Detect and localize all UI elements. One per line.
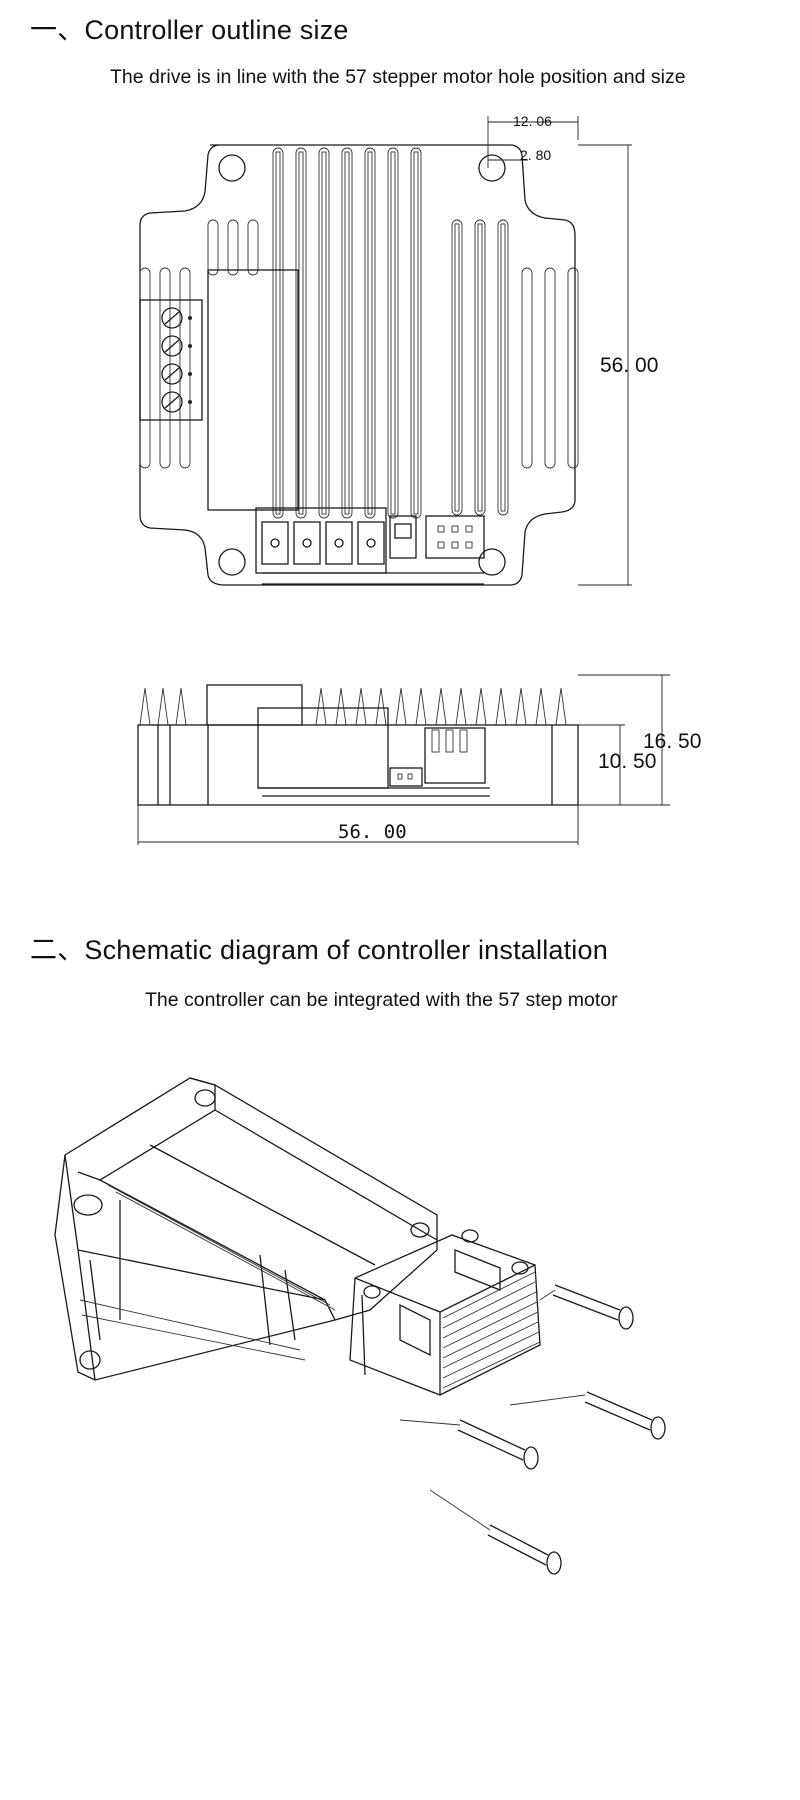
dim-body-height: 10. 50	[598, 750, 656, 773]
dim-total-height: 16. 50	[643, 730, 701, 753]
dim-hole-radius: 2. 80	[520, 147, 551, 163]
stepper-motor-ribs	[79, 1184, 336, 1361]
mount-hole-top-right	[478, 154, 506, 182]
dimension-lines	[487, 116, 632, 586]
section2-title: 二、Schematic diagram of controller instal…	[30, 935, 608, 965]
installation-isometric-drawing	[54, 1077, 666, 1575]
side-base	[137, 724, 579, 806]
integrated-controller	[349, 1229, 541, 1396]
controller-fins	[442, 1271, 541, 1389]
heatsink-fins-left	[139, 219, 259, 469]
dim-hole-offset: 12. 06	[513, 113, 552, 129]
heatsink-fins-center	[272, 147, 422, 519]
controller-top-view: 12. 06 2. 80 56. 00	[139, 113, 658, 586]
dim-width-56: 56. 00	[338, 821, 407, 843]
screw-terminal-block	[139, 299, 203, 421]
dim-height-56: 56. 00	[600, 354, 658, 377]
mount-hole-top-left	[218, 154, 246, 182]
screw-guide-lines	[399, 1289, 586, 1531]
heatsink-fins-right	[451, 219, 579, 516]
section1-subtitle: The drive is in line with the 57 stepper…	[110, 66, 686, 88]
mount-hole-bottom-left	[218, 548, 246, 576]
side-connector-top	[206, 684, 303, 726]
mount-hole-bottom-right	[478, 548, 506, 576]
mounting-screws	[457, 1284, 666, 1575]
controller-side-view: 16. 50 10. 50 56. 00	[137, 674, 701, 845]
side-dimension-lines	[137, 674, 670, 845]
top-view-outline	[139, 144, 576, 586]
side-pcb	[257, 707, 389, 789]
side-view-fins	[139, 687, 567, 726]
side-terminal	[424, 727, 486, 784]
section1-title: 一、Controller outline size	[30, 15, 349, 45]
inner-body	[207, 269, 299, 511]
bottom-connectors	[255, 507, 485, 585]
section2-subtitle: The controller can be integrated with th…	[145, 989, 618, 1011]
stepper-motor-body	[54, 1077, 438, 1381]
